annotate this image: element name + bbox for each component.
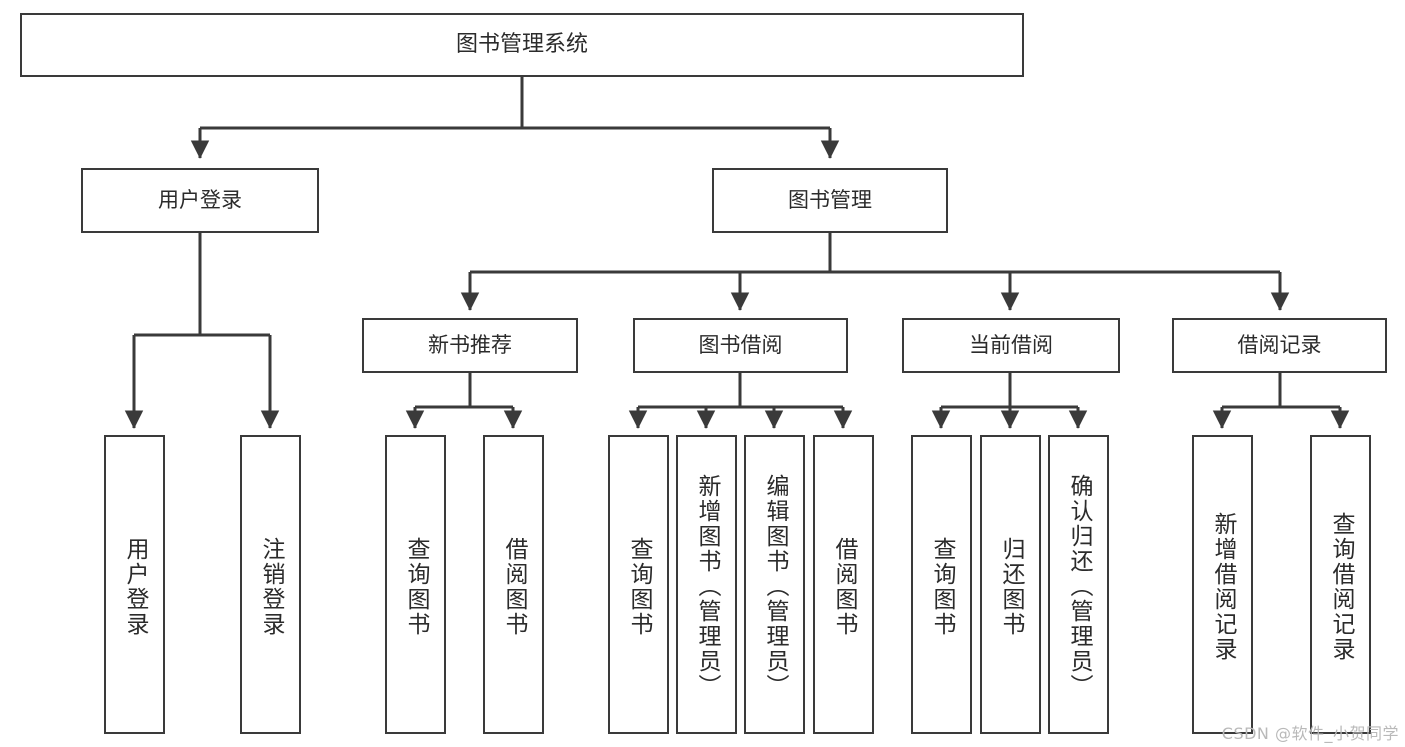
leaf-user-login[interactable]: 用户登录 xyxy=(104,435,165,734)
node-label: 查询图书 xyxy=(403,536,429,637)
node-label: 编辑图书（管理员） xyxy=(762,474,788,699)
node-label: 用户登录 xyxy=(122,536,148,637)
node-label: 注销登录 xyxy=(258,536,284,637)
leaf-return-book[interactable]: 归还图书 xyxy=(980,435,1041,734)
node-label: 查询图书 xyxy=(626,536,652,637)
node-label: 确认归还（管理员） xyxy=(1066,474,1092,699)
leaf-borrow-book-recommendation[interactable]: 借阅图书 xyxy=(483,435,544,734)
node-label: 新书推荐 xyxy=(428,333,512,358)
node-root-book-management-system[interactable]: 图书管理系统 xyxy=(20,13,1024,77)
node-label: 借阅图书 xyxy=(831,536,857,637)
leaf-query-book-borrowing[interactable]: 查询图书 xyxy=(608,435,669,734)
node-label: 新增图书（管理员） xyxy=(694,474,720,699)
node-current-borrowing[interactable]: 当前借阅 xyxy=(902,318,1120,373)
leaf-borrow-book-borrowing[interactable]: 借阅图书 xyxy=(813,435,874,734)
node-label: 当前借阅 xyxy=(969,333,1053,358)
leaf-query-book-current[interactable]: 查询图书 xyxy=(911,435,972,734)
node-book-management[interactable]: 图书管理 xyxy=(712,168,948,233)
node-label: 新增借阅记录 xyxy=(1210,511,1236,662)
node-label: 图书管理系统 xyxy=(455,32,588,58)
node-label: 用户登录 xyxy=(158,188,242,213)
node-label: 归还图书 xyxy=(998,536,1024,637)
node-label: 图书借阅 xyxy=(698,333,783,358)
node-label: 查询图书 xyxy=(929,536,955,637)
node-label: 借阅记录 xyxy=(1237,333,1322,358)
leaf-confirm-return-admin[interactable]: 确认归还（管理员） xyxy=(1048,435,1109,734)
node-label: 查询借阅记录 xyxy=(1328,511,1354,662)
leaf-add-borrowing-record[interactable]: 新增借阅记录 xyxy=(1192,435,1253,734)
leaf-logout-login[interactable]: 注销登录 xyxy=(240,435,301,734)
watermark-csdn: CSDN @软件_小贺同学 xyxy=(1221,724,1399,743)
node-borrowing-record[interactable]: 借阅记录 xyxy=(1172,318,1387,373)
leaf-add-book-admin[interactable]: 新增图书（管理员） xyxy=(676,435,737,734)
node-label: 图书管理 xyxy=(788,188,872,213)
leaf-query-book-recommendation[interactable]: 查询图书 xyxy=(385,435,446,734)
node-book-borrowing[interactable]: 图书借阅 xyxy=(633,318,848,373)
node-new-book-recommendation[interactable]: 新书推荐 xyxy=(362,318,578,373)
node-label: 借阅图书 xyxy=(501,536,527,637)
node-user-login[interactable]: 用户登录 xyxy=(81,168,319,233)
leaf-edit-book-admin[interactable]: 编辑图书（管理员） xyxy=(744,435,805,734)
leaf-query-borrowing-record[interactable]: 查询借阅记录 xyxy=(1310,435,1371,734)
